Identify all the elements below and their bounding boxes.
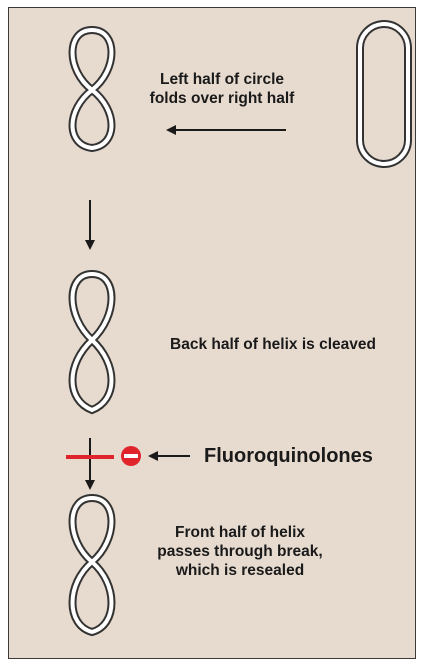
- twisted-loop-3: [73, 498, 112, 632]
- twisted-loop-2: [73, 274, 112, 410]
- twisted-loop-1: [73, 30, 112, 148]
- drug-label: Fluoroquinolones: [204, 445, 404, 467]
- step2-label: Back half of helix is cleaved: [140, 335, 406, 354]
- minus-circle-icon: [121, 446, 141, 466]
- relaxed-circle: [360, 24, 408, 164]
- step3-label: Front half of helix passes through break…: [152, 523, 328, 580]
- step1-label: Left half of circle folds over right hal…: [138, 70, 306, 108]
